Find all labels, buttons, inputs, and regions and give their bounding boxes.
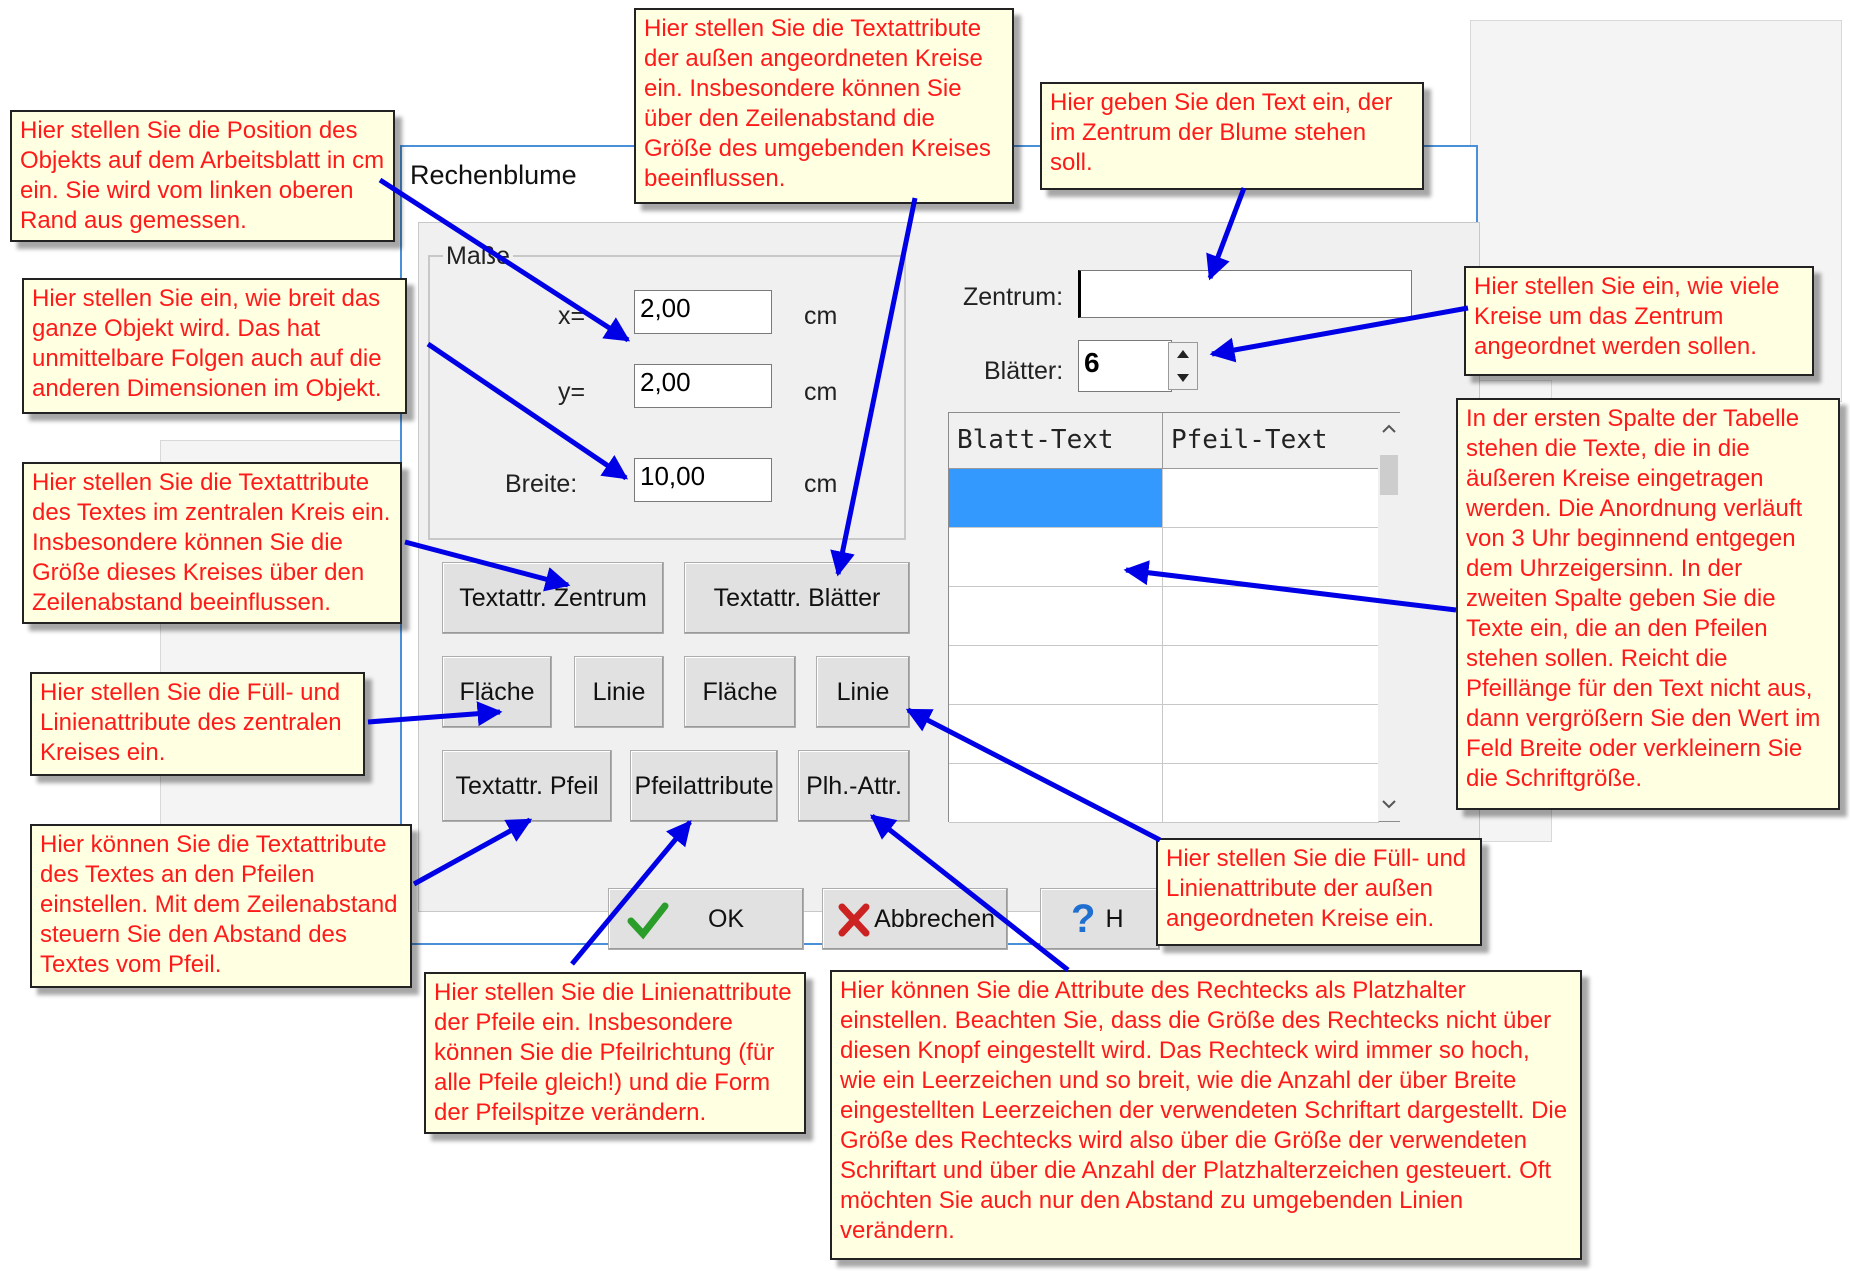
callout-position: Hier stellen Sie die Position des Objekt… [10, 110, 395, 242]
arrow-breite [426, 341, 629, 481]
table-cell[interactable] [949, 705, 1163, 764]
scroll-up-icon[interactable] [1380, 420, 1398, 438]
hilfe-label: H [1105, 904, 1124, 933]
column-header-blatt-text[interactable]: Blatt-Text [949, 413, 1163, 469]
arrow-tabelle [1123, 560, 1457, 613]
callout-fuell-aussen: Hier stellen Sie die Füll- und Linienatt… [1156, 838, 1482, 946]
table-cell[interactable] [1163, 646, 1379, 705]
pfeilattribute-button[interactable]: Pfeilattribute [630, 750, 778, 822]
callout-breite: Hier stellen Sie ein, wie breit das ganz… [22, 278, 407, 414]
arrow-linienattr-pfeile [570, 820, 692, 966]
linie-zentrum-button[interactable]: Linie [574, 656, 664, 728]
spin-up-icon[interactable] [1172, 344, 1194, 364]
x-unit-label: cm [804, 302, 838, 330]
arrow-fuell-aussen [905, 707, 1162, 843]
question-icon: ? [1071, 896, 1096, 941]
arrow-textattr-pfeil [412, 817, 533, 887]
arrow-blaetter-anzahl [1209, 305, 1469, 363]
zentrum-input[interactable] [1078, 270, 1412, 318]
arrow-textattr-zentrum [404, 539, 571, 592]
callout-zentrum-text: Hier geben Sie den Text ein, der im Zent… [1040, 82, 1424, 190]
y-label: y= [558, 378, 586, 406]
callout-platzhalter: Hier können Sie die Attribute des Rechte… [830, 970, 1582, 1260]
ok-button[interactable]: OK [608, 888, 804, 950]
blatt-table[interactable]: Blatt-Text Pfeil-Text [948, 412, 1400, 823]
flaeche-blaetter-button[interactable]: Fläche [684, 656, 796, 728]
table-cell[interactable] [949, 646, 1163, 705]
breite-unit-label: cm [804, 470, 838, 498]
scrollbar-thumb[interactable] [1380, 455, 1398, 495]
cross-icon [837, 902, 871, 945]
linie-blaetter-button[interactable]: Linie [816, 656, 910, 728]
callout-tabelle: In der ersten Spalte der Tabelle stehen … [1456, 398, 1840, 810]
arrow-platzhalter [870, 814, 1070, 972]
ok-label: OK [707, 904, 745, 933]
table-cell[interactable] [949, 764, 1163, 823]
textattr-blaetter-button[interactable]: Textattr. Blätter [684, 562, 910, 634]
arrow-textattr-blaetter [830, 197, 918, 577]
arrow-position [378, 177, 631, 343]
x-input[interactable]: 2,00 [634, 290, 772, 334]
callout-linienattr-pfeile: Hier stellen Sie die Linienattribute der… [424, 972, 806, 1134]
table-cell[interactable] [1163, 764, 1379, 823]
table-cell-selected[interactable] [949, 469, 1163, 528]
checkmark-icon [627, 901, 669, 948]
column-header-pfeil-text[interactable]: Pfeil-Text [1163, 413, 1379, 469]
y-unit-label: cm [804, 378, 838, 406]
scroll-down-icon[interactable] [1380, 795, 1398, 813]
breite-input[interactable]: 10,00 [634, 458, 772, 502]
callout-textattr-zentrum: Hier stellen Sie die Textattribute des T… [22, 462, 402, 624]
table-scrollbar[interactable] [1378, 413, 1400, 821]
hilfe-button[interactable]: ? H [1040, 888, 1160, 950]
arrow-fuell-zentral [367, 701, 503, 727]
blaetter-label: Blätter: [984, 357, 1064, 385]
callout-textattr-pfeil: Hier können Sie die Textattribute des Te… [30, 824, 412, 988]
arrow-zentrum-text [1206, 187, 1247, 281]
abbrechen-label: Abbrechen [874, 904, 995, 933]
breite-label: Breite: [505, 470, 578, 498]
callout-fuell-zentral: Hier stellen Sie die Füll- und Linienatt… [30, 672, 365, 776]
callout-textattr-blaetter: Hier stellen Sie die Textattribute der a… [634, 8, 1014, 204]
textattr-pfeil-button[interactable]: Textattr. Pfeil [442, 750, 612, 822]
zentrum-label: Zentrum: [963, 283, 1064, 311]
y-input[interactable]: 2,00 [634, 364, 772, 408]
callout-blaetter-anzahl: Hier stellen Sie ein, wie viele Kreise u… [1464, 266, 1814, 376]
spin-down-icon[interactable] [1172, 368, 1194, 388]
plh-attr-button[interactable]: Plh.-Attr. [798, 750, 910, 822]
table-cell[interactable] [949, 587, 1163, 646]
blaetter-spinbox[interactable]: 6 [1078, 340, 1172, 392]
dialog-title: Rechenblume [410, 160, 577, 190]
masse-groupbox [428, 255, 906, 540]
